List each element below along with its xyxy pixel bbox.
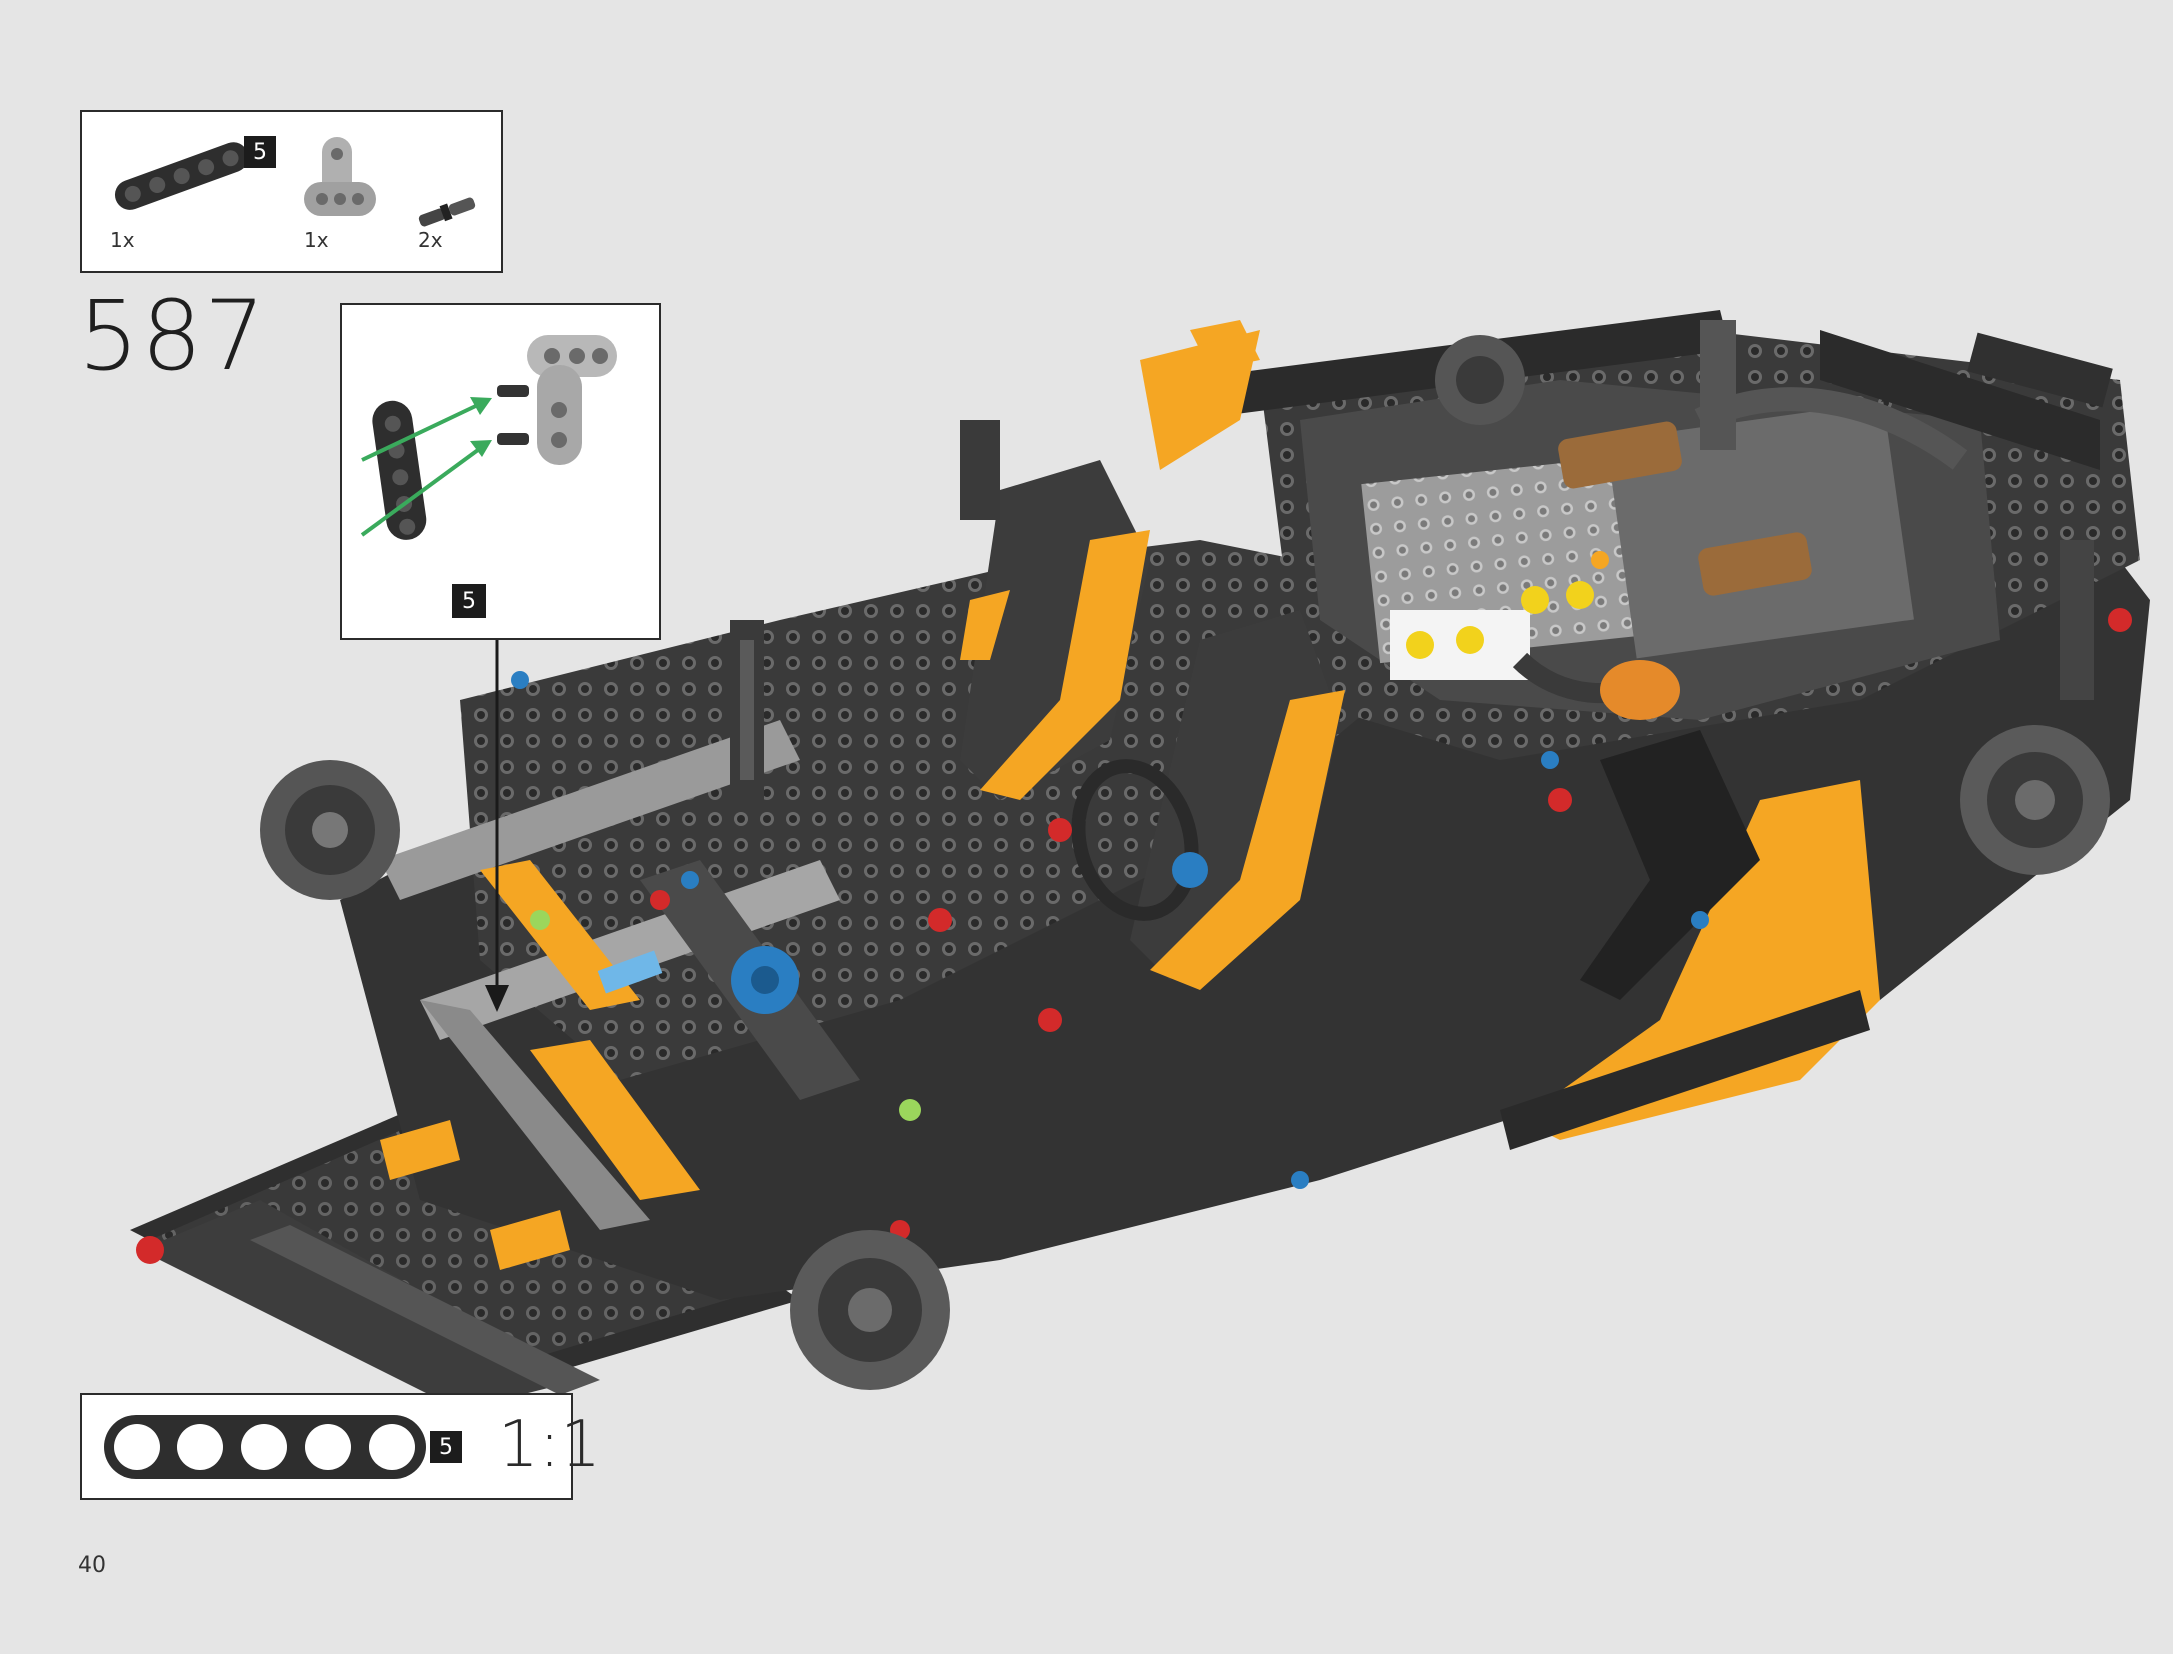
beam-5-icon [104,1415,426,1479]
front-left-brake-disc [260,760,400,900]
part-quantity: 1x [304,228,329,252]
t-beam-icon [527,335,617,465]
page-number: 40 [78,1553,106,1578]
front-right-brake-disc [790,1230,950,1390]
sub-assembly-callout: 5 [340,303,661,640]
parts-list: 5 1x 1x 2x [80,110,503,273]
scale-reference-box: 5 [80,1393,573,1500]
assembly-arrow-icon [360,397,492,537]
t-beam-icon [304,137,376,216]
rear-left-brake-disc [1435,335,1525,425]
part-quantity: 1x [110,228,135,252]
beam-length-badge: 5 [452,584,486,618]
step-number: 587 [78,280,268,392]
rear-right-brake-disc [1960,725,2110,875]
beam-length-badge: 5 [430,1431,462,1463]
beam-length-badge: 5 [244,136,276,168]
beam-5-icon [114,142,249,210]
part-quantity: 2x [418,228,443,252]
pin-icon [418,197,476,227]
sub-assembly-diagram [360,335,617,540]
scale-label: 1:1 [498,1408,601,1482]
